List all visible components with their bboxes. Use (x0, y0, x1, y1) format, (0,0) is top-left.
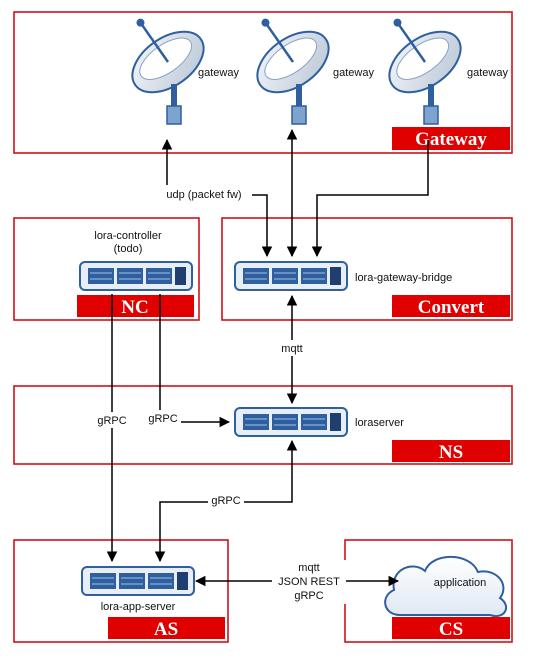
loraserver-server-icon (234, 407, 348, 437)
cloud-icon (384, 556, 508, 618)
nc-zone-tag-bg (77, 295, 194, 317)
app-label-mqtt: mqtt (298, 562, 319, 574)
convert-zone-tag: Convert (418, 297, 485, 318)
ns-zone-tag: NS (439, 442, 463, 463)
nc-zone-border (13, 217, 200, 321)
gateway-label: gateway (333, 67, 374, 79)
grpc-left-label-bg (94, 412, 130, 428)
udp-label-bg (156, 185, 252, 203)
as-zone-tag: AS (154, 619, 178, 640)
grpc-left-label: gRPC (97, 415, 126, 427)
mqtt-label-bg (276, 340, 308, 356)
app-label-json-rest: JSON REST (278, 576, 340, 588)
grpc-mid-label-bg (145, 410, 181, 426)
app-label-bg (272, 560, 346, 604)
lora-controller-todo-label: (todo) (114, 243, 143, 255)
lora-app-server-server-icon (81, 566, 195, 596)
cs-zone-tag: CS (439, 619, 463, 640)
convert-zone-border (221, 217, 513, 321)
grpc-mid-label: gRPC (148, 413, 177, 425)
udp-label: udp (packet fw) (166, 189, 241, 201)
gateway-label: gateway (467, 67, 508, 79)
grpc-ns-as-label-bg (208, 492, 244, 508)
gateway-zone-tag: Gateway (415, 129, 487, 150)
gateway-label: gateway (198, 67, 239, 79)
ns-zone-tag-bg (392, 440, 510, 462)
mqtt-label: mqtt (281, 343, 302, 355)
gateway-zone-tag-bg (392, 127, 510, 150)
gateway3-connector (311, 140, 429, 258)
lora-gateway-bridge-label: lora-gateway-bridge (355, 272, 452, 284)
lora-controller-label: lora-controller (94, 230, 162, 242)
satellite-dish-icon (229, 0, 341, 126)
lora-app-server-label: lora-app-server (101, 601, 176, 613)
nc-zone-tag: NC (121, 297, 148, 318)
satellite-dish-icon (104, 0, 216, 126)
loraserver-label: loraserver (355, 417, 404, 429)
grpc-ns-as-label: gRPC (211, 495, 240, 507)
lora-controller-server-icon (79, 261, 193, 291)
application-label: application (434, 577, 487, 589)
as-zone-tag-bg (108, 617, 225, 639)
as-zone-border (13, 539, 229, 643)
lora-gateway-bridge-server-icon (234, 261, 348, 291)
cs-zone-tag-bg (392, 617, 510, 639)
app-label-grpc: gRPC (294, 590, 323, 602)
satellite-dish-icon (361, 0, 473, 126)
convert-zone-tag-bg (392, 295, 510, 317)
